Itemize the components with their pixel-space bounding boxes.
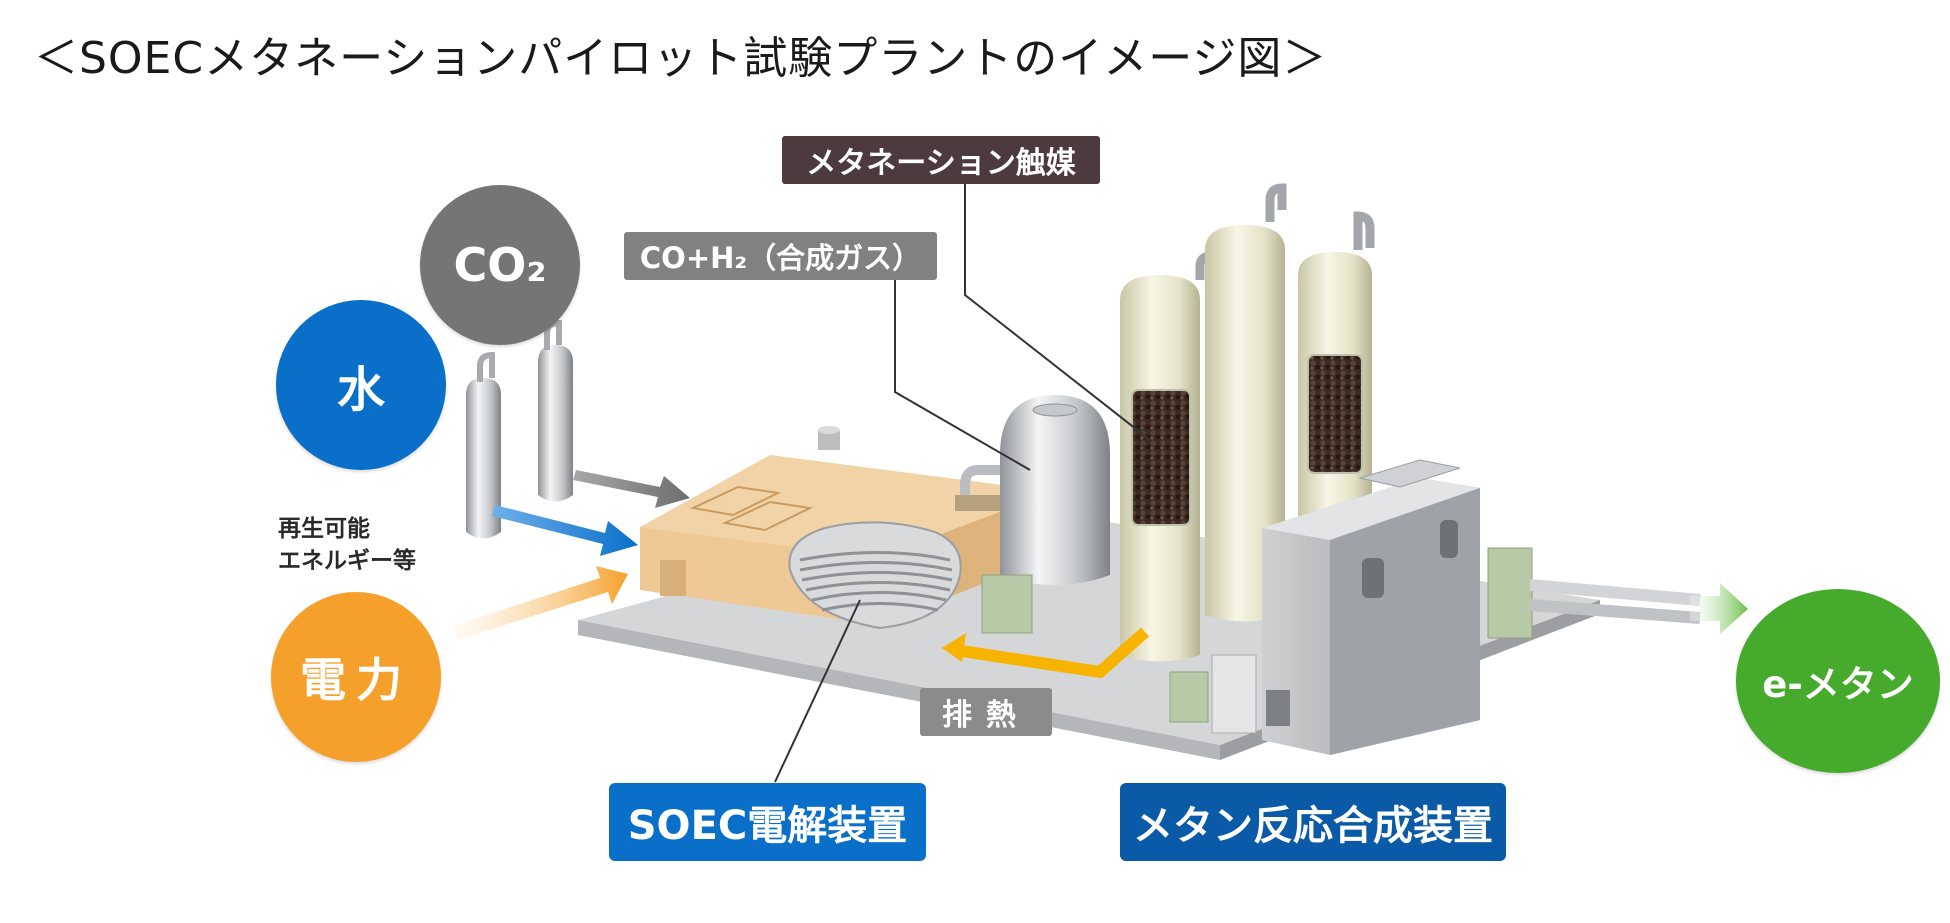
- waste-heat-label: 排熱: [920, 688, 1052, 736]
- water-arrow: [492, 505, 638, 556]
- page-title: ＜SOECメタネーションパイロット試験プラントのイメージ図＞: [34, 33, 1328, 84]
- syngas-leader-line: [894, 280, 1031, 471]
- syngas-label: CO+H₂（合成ガス）: [624, 232, 937, 280]
- methane-synthesis-unit: [1262, 459, 1480, 755]
- output-arrow: [1690, 583, 1748, 634]
- soec-electrolyzer-label: SOEC電解装置: [609, 783, 926, 861]
- power-input-badge: 電力: [271, 592, 441, 762]
- soec-leader-line: [774, 599, 861, 783]
- renewable-energy-label: 再生可能 エネルギー等: [278, 513, 416, 577]
- co2-arrow: [573, 470, 690, 508]
- co2-tank: [538, 319, 573, 502]
- catalyst-label: メタネーション触媒: [782, 136, 1100, 184]
- syngas-tank: [955, 395, 1110, 585]
- waste-heat-arrow: [954, 627, 1149, 678]
- water-tank: [466, 351, 501, 539]
- co2-input-badge: CO₂: [420, 185, 580, 345]
- aux-box-green: [981, 574, 1033, 634]
- soec-electrolyzer: [640, 426, 1010, 630]
- water-input-badge: 水: [276, 300, 446, 470]
- e-methane-output-badge: e-メタン: [1736, 589, 1940, 773]
- power-arrow: [452, 566, 628, 640]
- renewable-label-line2: エネルギー等: [278, 548, 416, 574]
- catalyst-leader-line: [964, 184, 1151, 441]
- methanation-reactors: [1120, 183, 1375, 662]
- methane-reactor-label: メタン反応合成装置: [1120, 783, 1506, 861]
- renewable-label-line1: 再生可能: [278, 516, 370, 542]
